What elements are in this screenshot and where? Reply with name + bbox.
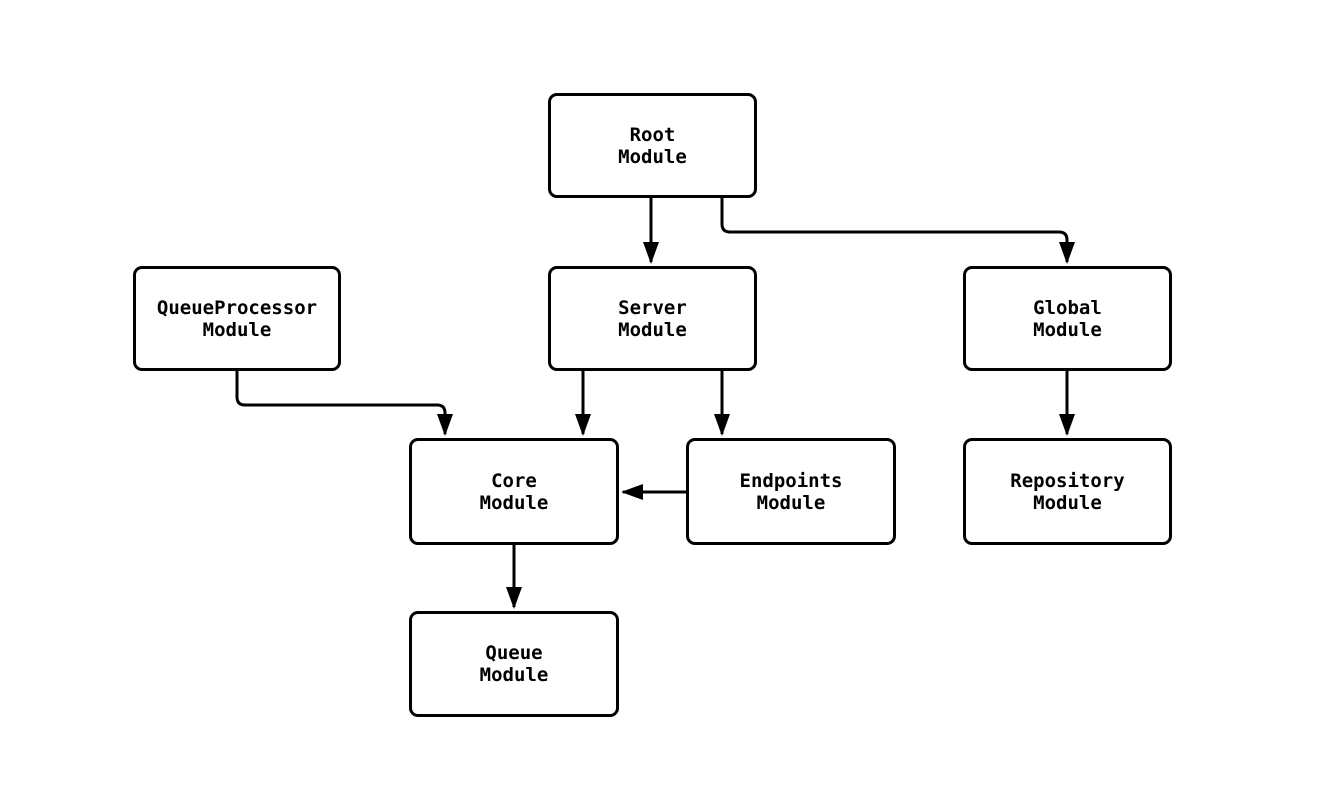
node-label-line2: Module	[479, 664, 549, 686]
node-label-line2: Module	[618, 145, 687, 168]
node-label-line1: Global	[1033, 296, 1102, 319]
node-queueprocessor-module: QueueProcessor Module	[133, 266, 341, 371]
node-label-line1: Repository	[1010, 469, 1125, 492]
node-label-line2: Module	[756, 491, 826, 514]
node-endpoints-module: Endpoints Module	[686, 438, 896, 545]
node-repository-module: Repository Module	[963, 438, 1172, 545]
node-root-module: Root Module	[548, 93, 757, 198]
node-label-line1: Root	[629, 123, 676, 146]
edge-root-to-global	[720, 198, 1075, 264]
node-label-line1: Endpoints	[739, 469, 843, 492]
node-label-line1: Server	[618, 296, 687, 319]
node-label-line1: QueueProcessor	[156, 296, 318, 319]
node-label-line1: Core	[491, 469, 537, 492]
node-queue-module: Queue Module	[409, 611, 619, 717]
node-label-line2: Module	[1033, 318, 1102, 341]
node-label-line2: Module	[202, 318, 272, 341]
edge-queueprocessor-to-core	[235, 371, 453, 436]
node-global-module: Global Module	[963, 266, 1172, 371]
node-label-line2: Module	[479, 491, 549, 514]
node-label-line1: Queue	[485, 642, 543, 664]
node-label-line2: Module	[1033, 491, 1102, 514]
node-server-module: Server Module	[548, 266, 757, 371]
node-core-module: Core Module	[409, 438, 619, 545]
node-label-line2: Module	[618, 318, 687, 341]
